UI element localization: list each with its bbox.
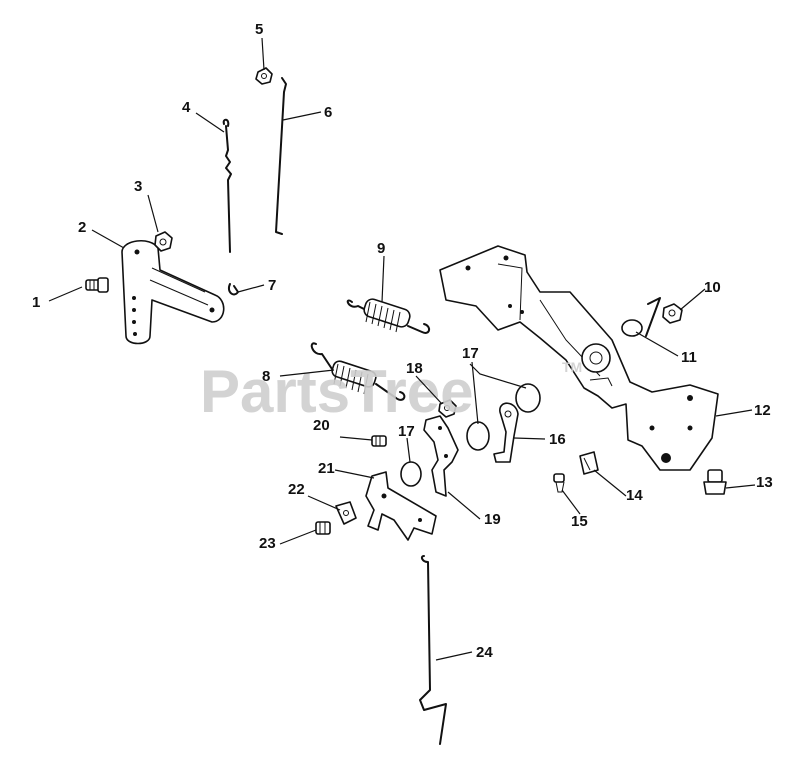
part-24-choke-rod (419, 555, 447, 745)
part-13-bolt (703, 469, 727, 495)
part-8-spring (310, 342, 406, 401)
part-7-clip (228, 283, 239, 296)
part-17-washer-mid (466, 421, 490, 451)
part-9-spring (346, 298, 430, 334)
part-6-link-rod (275, 77, 287, 235)
part-10-nut (662, 303, 683, 324)
callout-2: 2 (78, 219, 86, 236)
callout-11: 11 (681, 349, 697, 366)
callout-14: 14 (626, 487, 643, 504)
part-20-screw (371, 435, 387, 447)
part-1-bolt (85, 277, 109, 293)
part-23-screw (315, 521, 331, 535)
callout-17-lower: 17 (398, 423, 415, 440)
callout-3: 3 (134, 178, 142, 195)
callout-23: 23 (259, 535, 276, 552)
part-16-lever (493, 402, 519, 463)
callout-5: 5 (255, 21, 263, 38)
part-17-washer-right (515, 383, 541, 413)
callout-10: 10 (704, 279, 721, 296)
callout-13: 13 (756, 474, 773, 491)
watermark-trademark: TM (562, 359, 582, 375)
callout-labels: 1 2 3 4 5 6 7 8 9 10 11 12 13 14 15 16 1… (32, 21, 773, 661)
callout-4: 4 (182, 99, 191, 116)
callout-21: 21 (318, 460, 335, 477)
callout-17-upper: 17 (462, 345, 479, 362)
callout-20: 20 (313, 417, 330, 434)
callout-15: 15 (571, 513, 588, 530)
callout-12: 12 (754, 402, 771, 419)
callout-24: 24 (476, 644, 493, 661)
part-5-nut (255, 67, 273, 85)
watermark-text: PartsTree (200, 358, 474, 425)
callout-9: 9 (377, 240, 385, 257)
callout-18: 18 (406, 360, 423, 377)
part-14-clip (579, 451, 599, 475)
part-3-nut (154, 231, 173, 252)
part-19-governor-lever (423, 415, 459, 497)
callout-1: 1 (32, 294, 40, 311)
callout-6: 6 (324, 104, 332, 121)
callout-16: 16 (549, 431, 566, 448)
part-18-nut (438, 399, 457, 418)
callout-8: 8 (262, 368, 270, 385)
part-2-lever-bracket (121, 240, 225, 345)
leader-lines (48, 37, 756, 661)
part-11-wire-spring (621, 297, 661, 337)
callout-22: 22 (288, 481, 305, 498)
part-21-control-plate (365, 471, 437, 541)
part-22-washer (335, 501, 357, 525)
callout-7: 7 (268, 277, 276, 294)
watermark: PartsTree TM (200, 358, 582, 425)
callout-19: 19 (484, 511, 501, 528)
part-15-screw (553, 473, 565, 493)
part-12-control-bracket (439, 245, 719, 471)
part-4-spring-link (222, 118, 232, 253)
part-17-washer-left (400, 461, 422, 487)
